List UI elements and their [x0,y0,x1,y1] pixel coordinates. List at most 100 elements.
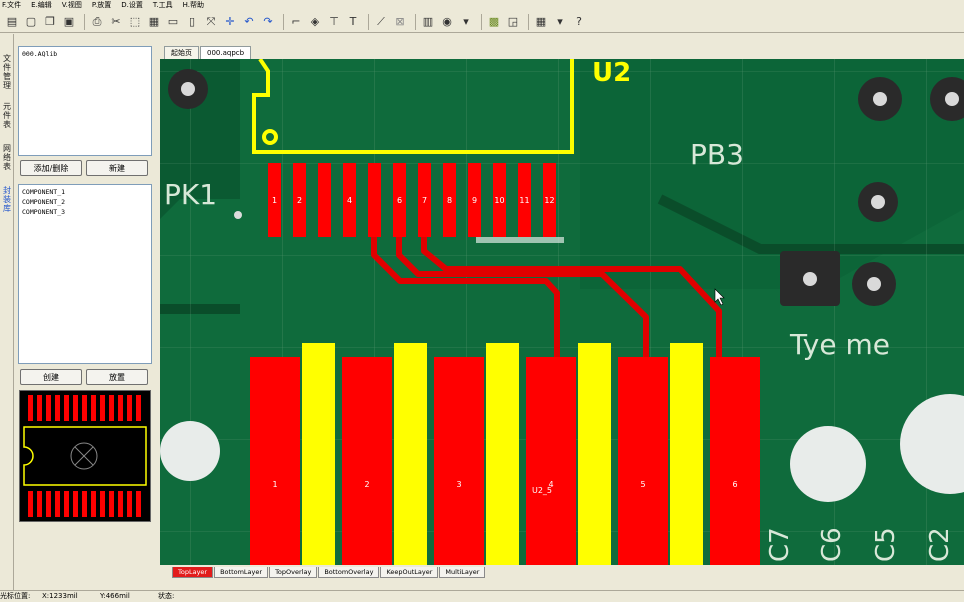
copy-icon[interactable]: ❐ [45,15,55,28]
help-icon[interactable]: ? [576,15,582,28]
rule-icon[interactable]: ◲ [507,15,519,28]
save-icon[interactable]: ▣ [63,15,75,28]
menu-bar: F.文件 E.编辑 V.视图 P.放置 D.设置 T.工具 H.帮助 [0,0,964,11]
connector-pad-label: 2 [364,480,369,489]
delete-icon[interactable]: ⊠ [395,15,405,28]
fine-pad[interactable] [318,163,331,237]
tab-footprint-library[interactable]: 封装库 [3,186,11,213]
new-icon[interactable]: ▢ [25,15,37,28]
grid-icon[interactable]: ▦ [535,15,547,28]
menu-place[interactable]: P.放置 [91,1,112,9]
toolbar-separator [368,13,369,30]
fine-pad[interactable] [293,163,306,237]
paste-icon[interactable]: ▦ [148,15,160,28]
layer-tab-keepoutlayer[interactable]: KeepOutLayer [380,566,439,578]
text-icon[interactable]: T [349,15,357,28]
tab-pcb-document[interactable]: 000.aqpcb [200,46,252,59]
list-item[interactable]: 000.AQlib [22,50,58,58]
select-icon[interactable]: ⬚ [129,15,141,28]
wire-icon[interactable]: ⌐ [291,15,301,28]
list-item[interactable]: COMPONENT_3 [22,208,66,216]
layer-tab-bottomoverlay[interactable]: BottomOverlay [318,566,380,578]
open-icon[interactable]: ▤ [6,15,18,28]
component-list[interactable]: COMPONENT_1 COMPONENT_2 COMPONENT_3 [18,184,152,364]
library-file-list[interactable]: 000.AQlib [18,46,152,156]
fine-pad[interactable] [268,163,281,237]
fine-pad[interactable] [418,163,431,237]
tab-component-table[interactable]: 元件表 [3,102,11,129]
cross-icon[interactable]: ✛ [225,15,235,28]
board-icon[interactable]: ▩ [488,15,500,28]
grid-dropdown-icon[interactable]: ▾ [557,15,563,28]
menu-view[interactable]: V.视图 [61,1,82,9]
probe-icon[interactable]: ⟋ [377,14,385,28]
connector-pad[interactable] [710,357,760,565]
menu-edit[interactable]: E.编辑 [31,1,52,9]
footprint-preview [19,390,151,522]
connector-pad-label: 3 [456,480,461,489]
route-icon[interactable]: ⤧ [206,14,216,28]
list-item[interactable]: COMPONENT_1 [22,188,66,196]
library-panel: 000.AQlib 添加/删除 新建 COMPONENT_1 COMPONENT… [16,34,158,590]
layer-tab-toplayer[interactable]: TopLayer [172,566,214,578]
menu-settings[interactable]: D.设置 [121,1,143,9]
place-button[interactable]: 放置 [86,369,148,385]
fine-pad[interactable] [443,163,456,237]
fine-pad[interactable] [368,163,381,237]
tab-netlist[interactable]: 网络表 [3,144,11,171]
tab-start-page[interactable]: 起始页 [164,46,199,59]
footprint-preview-drawing [23,395,147,517]
toolbar: ▤ ▢ ❐ ▣ ⎙ ✂ ⬚ ▦ ▭ ▯ ⤧ ✛ ↶ ↷ ⌐ ◈ ⊤ T ⟋ ⊠ … [0,11,964,33]
fine-pad[interactable] [543,163,556,237]
silk-finger [486,343,519,565]
dropdown-icon[interactable]: ▾ [463,15,469,28]
cut-icon[interactable]: ✂ [111,15,121,28]
label-tye-me: Tye me [789,328,890,361]
circle-icon[interactable]: ◉ [442,15,452,28]
connector-pad[interactable] [250,357,300,565]
connector-pad[interactable] [434,357,484,565]
layer-tab-bottomlayer[interactable]: BottomLayer [214,566,269,578]
toolbar-separator [283,13,284,30]
redo-icon[interactable]: ↷ [263,15,273,28]
fine-pad-label: 2 [297,196,302,205]
status-label: 状态: [158,592,175,600]
menu-tools[interactable]: T.工具 [152,1,173,9]
layer-icon[interactable]: ▥ [422,15,434,28]
silk-finger [394,343,427,565]
fine-pad[interactable] [493,163,506,237]
fine-pad-label: 8 [447,196,452,205]
undo-icon[interactable]: ↶ [244,15,254,28]
connector-pad[interactable] [618,357,668,565]
fine-pad[interactable] [343,163,356,237]
list-item[interactable]: COMPONENT_2 [22,198,66,206]
doc-icon[interactable]: ▯ [188,15,196,28]
menu-file[interactable]: F.文件 [2,1,22,9]
layer-tab-topoverlay[interactable]: TopOverlay [269,566,318,578]
connector-pad[interactable] [526,357,576,565]
fine-pad[interactable] [518,163,531,237]
pad-icon[interactable]: ⊤ [329,15,339,28]
layer-tab-multilayer[interactable]: MultiLayer [439,566,486,578]
fine-pad-label: 10 [494,196,504,205]
add-remove-button[interactable]: 添加/删除 [20,160,82,176]
rect-icon[interactable]: ▭ [167,15,179,28]
via-icon[interactable]: ◈ [310,15,320,28]
connector-pad[interactable] [342,357,392,565]
toolbar-separator [481,13,482,30]
print-icon[interactable]: ⎙ [92,14,102,28]
connector-pad-label: 4 [548,480,553,489]
fine-pad[interactable] [468,163,481,237]
tab-file-manager[interactable]: 文件管理 [3,54,11,90]
create-button[interactable]: 创建 [20,369,82,385]
fine-pad[interactable] [393,163,406,237]
toolbar-separator [415,13,416,30]
label-pb3: PB3 [690,138,744,171]
menu-help[interactable]: H.帮助 [182,1,204,9]
preview-pads-top [28,395,141,421]
red-tracks [371,235,722,357]
new-button[interactable]: 新建 [86,160,148,176]
